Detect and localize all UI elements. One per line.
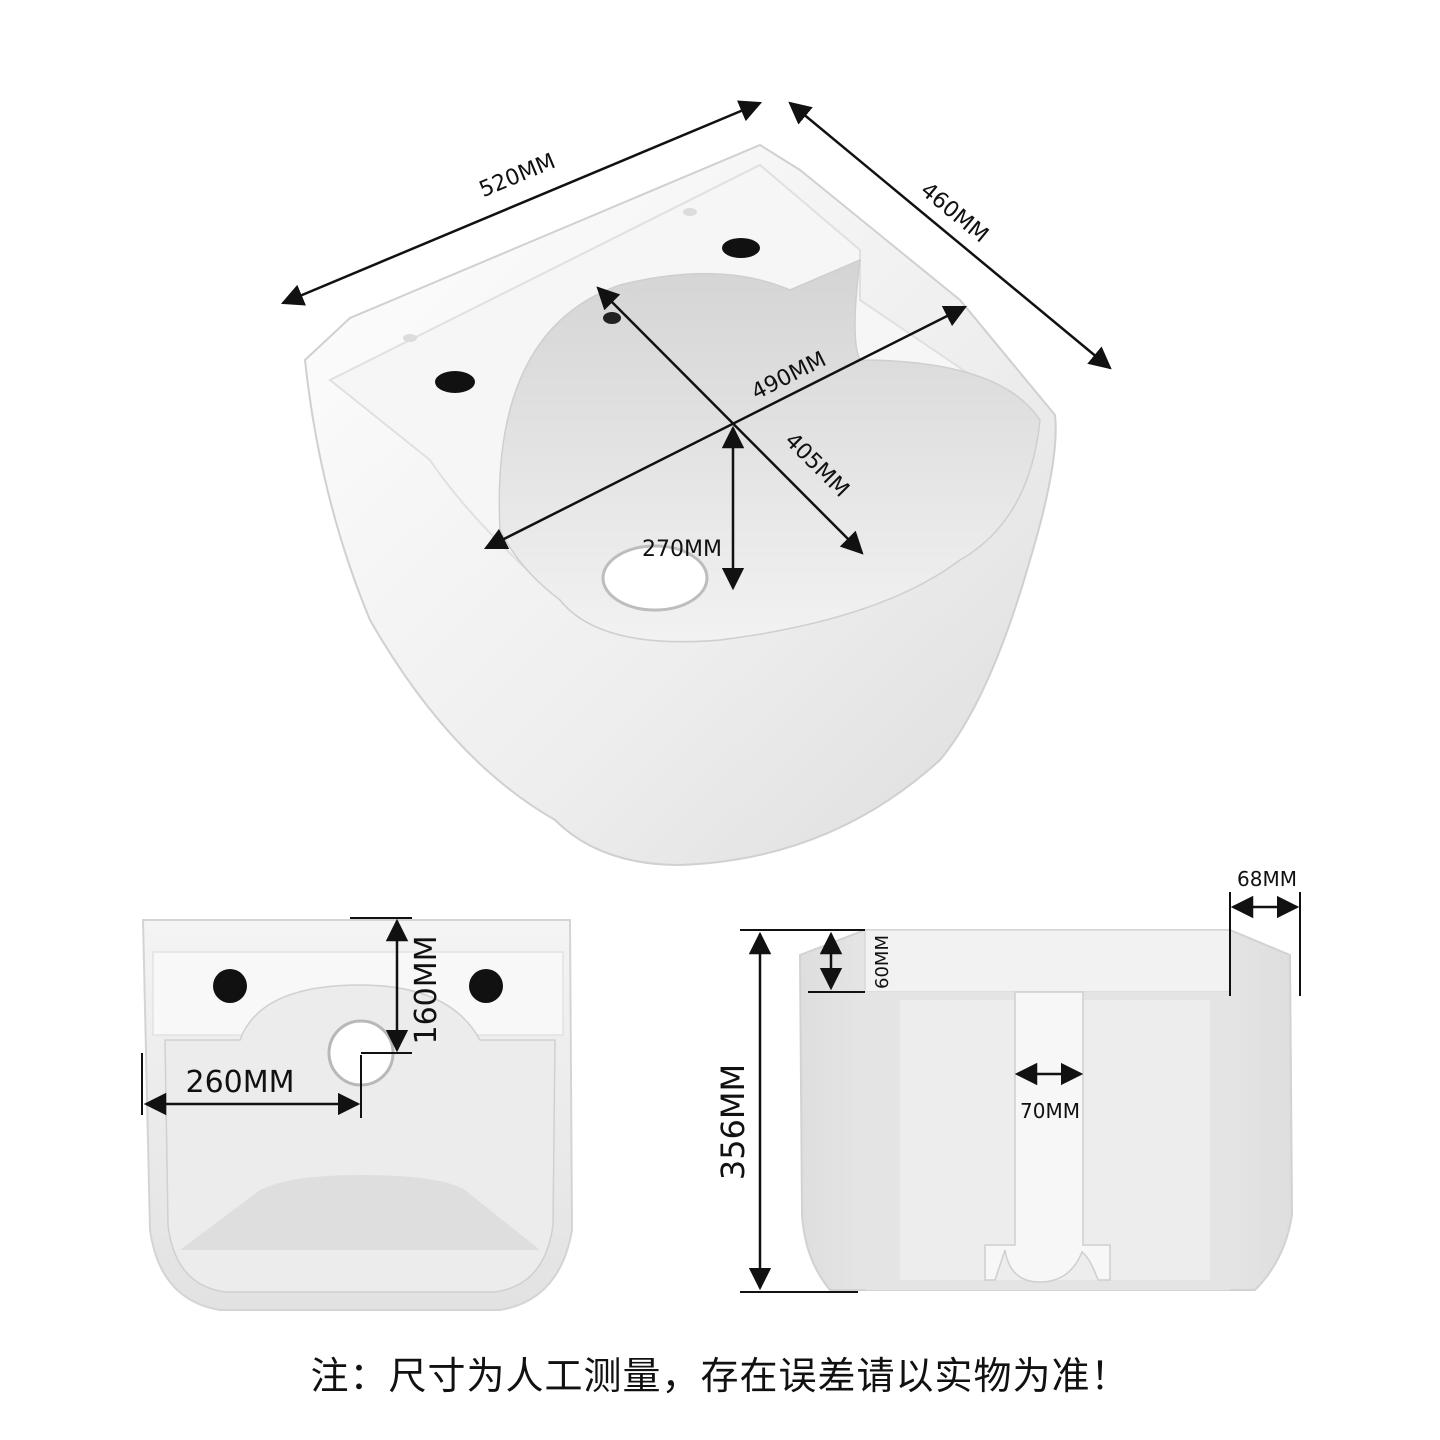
measurement-note: 注：尺寸为人工测量，存在误差请以实物为准！	[310, 1354, 1130, 1398]
dim-drain-offset-label: 260MM	[185, 1065, 294, 1100]
dim-bowl-depth-label: 270MM	[642, 537, 722, 562]
side-view-dimensions: 356MM 60MM 68MM 70MM	[714, 867, 1301, 1293]
dim-overhang-label: 68MM	[1237, 867, 1297, 891]
perspective-basin	[303, 143, 1057, 867]
dim-height-label: 356MM	[714, 1064, 752, 1180]
mount-hole-right	[683, 208, 697, 216]
top-view-hole-left	[213, 969, 247, 1003]
dim-width-label: 520MM	[476, 149, 559, 203]
overflow-hole	[603, 312, 621, 324]
mount-hole-left	[403, 334, 417, 342]
faucet-hole-left	[435, 371, 475, 393]
dim-rim-label: 60MM	[872, 935, 893, 989]
side-view-rim	[864, 929, 1231, 993]
top-view-dimensions: 260MM 160MM	[141, 917, 444, 1118]
top-view-basin	[141, 919, 574, 1311]
dim-drain-back-label: 160MM	[409, 935, 444, 1044]
top-view-hole-right	[469, 969, 503, 1003]
dim-line-inner-depth	[596, 286, 864, 555]
faucet-hole-right	[722, 238, 760, 258]
dim-line-depth	[788, 101, 1112, 370]
side-view-basin	[798, 929, 1294, 1291]
top-view-bowl-floor	[180, 1175, 540, 1250]
dim-line-width	[280, 100, 763, 306]
dim-pipe-label: 70MM	[1020, 1099, 1080, 1123]
